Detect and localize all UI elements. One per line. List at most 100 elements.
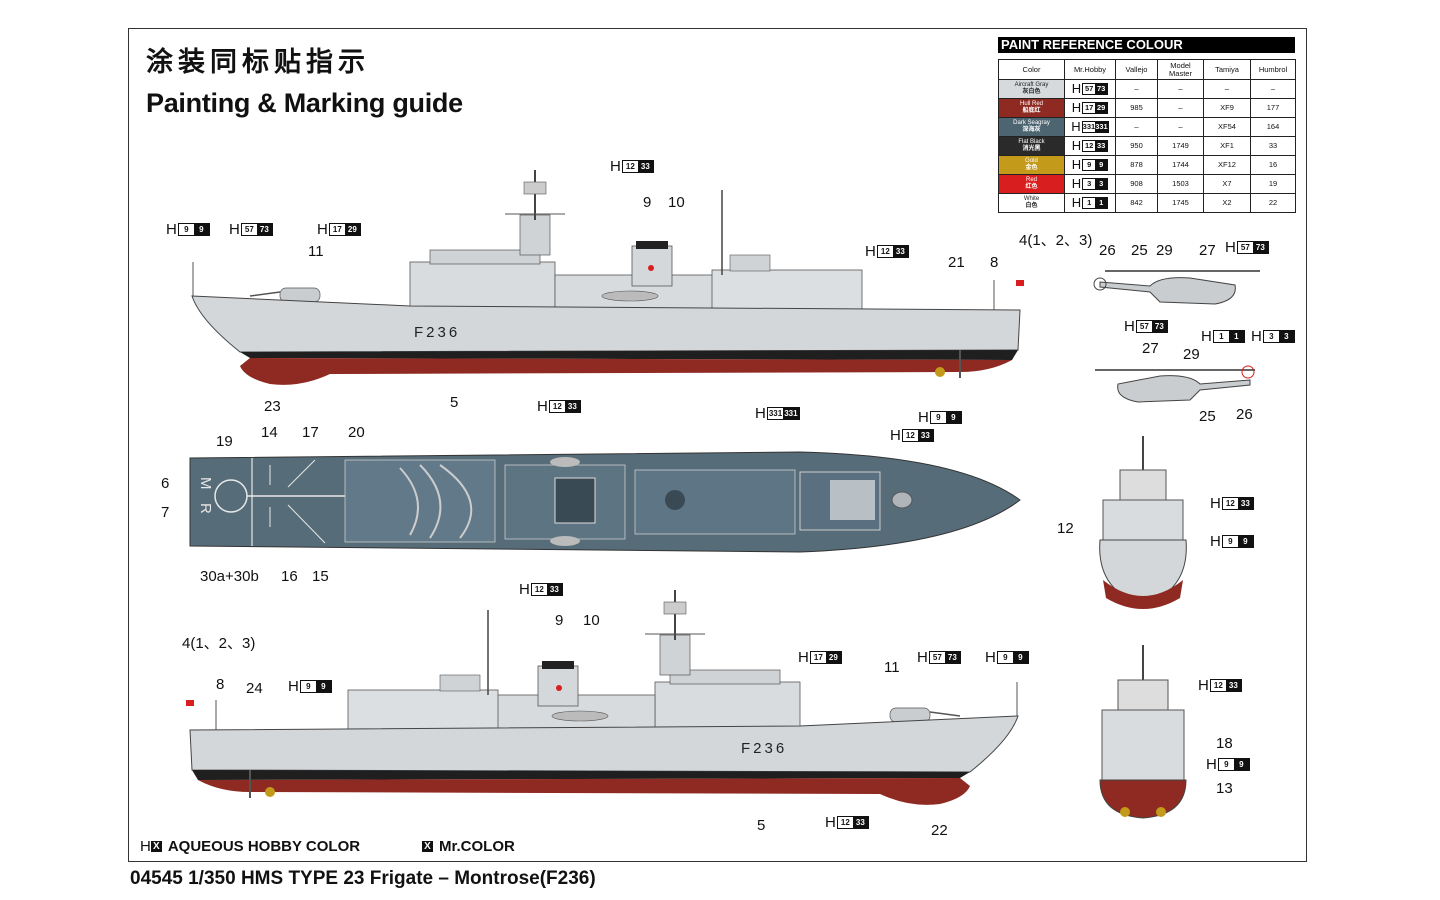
aqueous-code: 57 (1237, 242, 1253, 253)
part-number-callout: 15 (312, 568, 329, 585)
mr-color-code: 73 (1095, 84, 1108, 94)
part-number-callout: 27 (1142, 340, 1159, 357)
mr-color-code: 73 (256, 224, 272, 235)
aqueous-code: 12 (622, 161, 638, 172)
mr-color-code: 33 (892, 246, 908, 257)
aqueous-code: 9 (930, 412, 946, 423)
tamiya-code: X2 (1203, 193, 1251, 213)
color-name-cn: 消光黑 (1022, 146, 1041, 152)
aqueous-code: 1 (1213, 331, 1229, 342)
model-master-code: 1744 (1157, 155, 1204, 175)
aqueous-prefix: H (865, 243, 876, 260)
aqueous-prefix: H (755, 405, 766, 422)
mr-color-code: 331 (1095, 122, 1108, 132)
aqueous-code: 3 (1083, 179, 1096, 189)
part-number-callout: 24 (246, 680, 263, 697)
aqueous-code: 12 (1222, 498, 1238, 509)
column-header: Mr.Hobby (1064, 59, 1116, 80)
color-name-cn: 船底红 (1022, 108, 1041, 114)
part-number-callout: 8 (990, 254, 999, 271)
mr-color-code: 1 (1228, 331, 1244, 342)
part-number-callout: 23 (264, 398, 281, 415)
humbrol-code: 33 (1250, 136, 1296, 156)
model-master-code: 1749 (1157, 136, 1204, 156)
part-number-callout: 16 (281, 568, 298, 585)
part-number-callout: 26 (1236, 406, 1253, 423)
aqueous-prefix: H (166, 221, 177, 238)
aqueous-prefix: H (1206, 756, 1217, 773)
mr-color-code: 33 (637, 161, 653, 172)
aqueous-code: 9 (1083, 160, 1096, 170)
aqueous-prefix: H (317, 221, 328, 238)
ship-top-view: M R (189, 451, 1021, 553)
mr-color-code: 331 (783, 408, 799, 419)
humbrol-code: 22 (1250, 193, 1296, 213)
aqueous-code: 57 (1083, 84, 1096, 94)
mr-color-code: 9 (1012, 652, 1028, 663)
part-number-callout: 5 (757, 817, 766, 834)
aqueous-code: 9 (1218, 759, 1234, 770)
aqueous-code: 12 (837, 817, 853, 828)
aqueous-code: 9 (1222, 536, 1238, 547)
color-name: Aircraft Gray (1014, 82, 1049, 88)
hull-number-starboard: F236 (741, 740, 788, 757)
aqueous-prefix: H (1201, 328, 1212, 345)
mr-color-code: 73 (1252, 242, 1268, 253)
mr-color-code: 33 (1095, 141, 1108, 151)
aqueous-prefix: H (825, 814, 836, 831)
color-name-cn: 白色 (1025, 203, 1038, 209)
part-number-callout: 25 (1131, 242, 1148, 259)
mr-color-code: 33 (1225, 680, 1241, 691)
part-number-callout: 20 (348, 424, 365, 441)
aqueous-code: 9 (300, 681, 316, 692)
mr-color-code: 33 (1237, 498, 1253, 509)
aqueous-prefix: H (1225, 239, 1236, 256)
mr-color-code: 9 (193, 224, 209, 235)
legend-mr-color: X Mr.COLOR (422, 838, 515, 855)
helicopter-side-view-2 (1095, 365, 1255, 403)
aqueous-code: 331 (767, 408, 784, 419)
humbrol-code: – (1250, 79, 1296, 99)
mr-color-code: 9 (1095, 160, 1108, 170)
mr-color-code: 29 (1095, 103, 1108, 113)
aqueous-prefix: H (1210, 495, 1221, 512)
aqueous-prefix: H (229, 221, 240, 238)
aqueous-prefix: H (918, 409, 929, 426)
aqueous-prefix: H (1251, 328, 1262, 345)
aqueous-prefix: H (917, 649, 928, 666)
tamiya-code: X7 (1203, 174, 1251, 194)
aqueous-prefix: H (1124, 318, 1135, 335)
color-name: Gold (1025, 158, 1038, 164)
aqueous-code: 3 (1263, 331, 1279, 342)
mr-color-code: 3 (1095, 179, 1108, 189)
color-name-cn: 金色 (1025, 165, 1038, 171)
humbrol-code: 177 (1250, 98, 1296, 118)
model-master-code: – (1157, 98, 1204, 118)
legend-aqueous-label: AQUEOUS HOBBY COLOR (167, 838, 361, 855)
part-number-callout: 29 (1156, 242, 1173, 259)
deck-letter-m: M (197, 477, 214, 490)
aqueous-prefix: H (1198, 677, 1209, 694)
model-master-code: 1745 (1157, 193, 1204, 213)
ship-side-view-starboard (185, 589, 1019, 806)
mr-color-code: 3 (1278, 331, 1294, 342)
part-number-callout: 9 (555, 612, 564, 629)
